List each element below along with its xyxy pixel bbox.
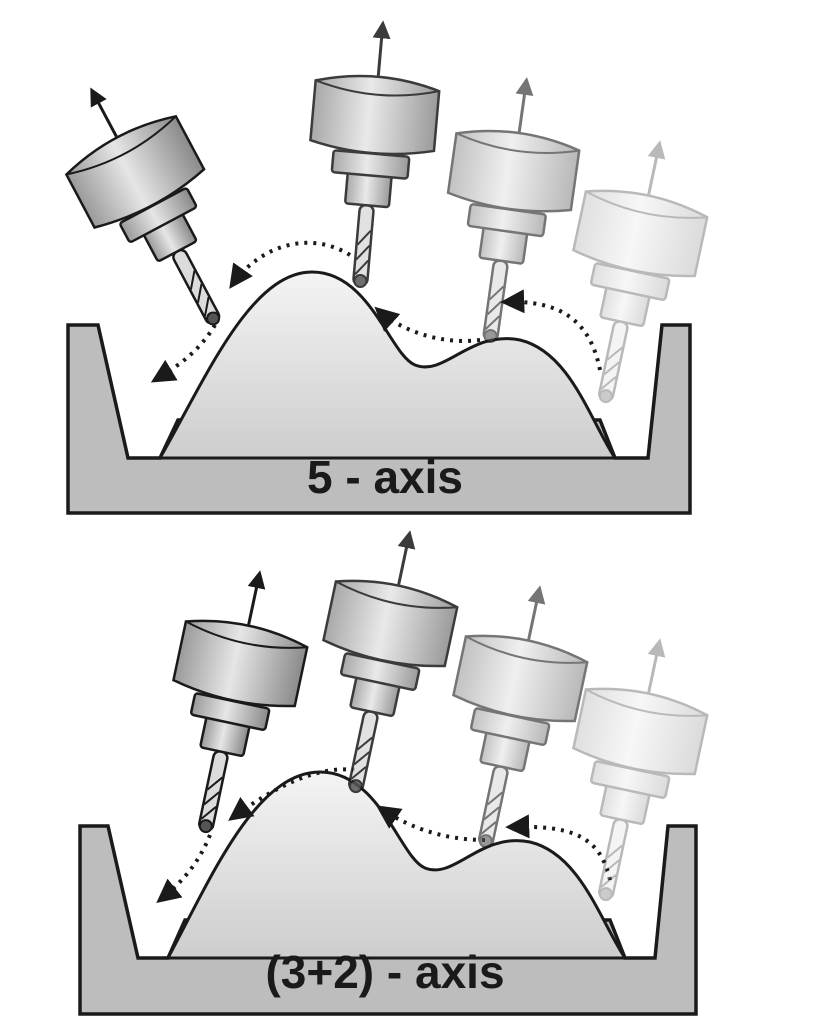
spindle-tool-icon xyxy=(428,72,588,351)
spindle-tool-icon xyxy=(298,19,445,293)
panel-five-axis: 5 - axis xyxy=(37,19,720,515)
toolpath-arrow xyxy=(376,805,486,842)
panel-three-plus-two-axis: (3+2) - axis xyxy=(78,521,720,1016)
workpiece-surface-bottom xyxy=(165,770,628,960)
toolpath-arrow xyxy=(228,767,356,821)
toolpath-arrow xyxy=(374,306,481,343)
panel-label: 5 - axis xyxy=(307,451,463,503)
panel-label: (3+2) - axis xyxy=(265,946,504,998)
toolpath-arrow xyxy=(156,834,212,903)
toolpath-arrow xyxy=(505,814,612,881)
spindle-tool-icon xyxy=(294,521,470,805)
workpiece-surface-top xyxy=(157,270,618,460)
toolpath-arrow xyxy=(500,289,602,371)
toolpath-arrow xyxy=(150,323,217,383)
spindle-tool-icon xyxy=(37,62,270,353)
toolpath-arrow xyxy=(229,240,352,289)
